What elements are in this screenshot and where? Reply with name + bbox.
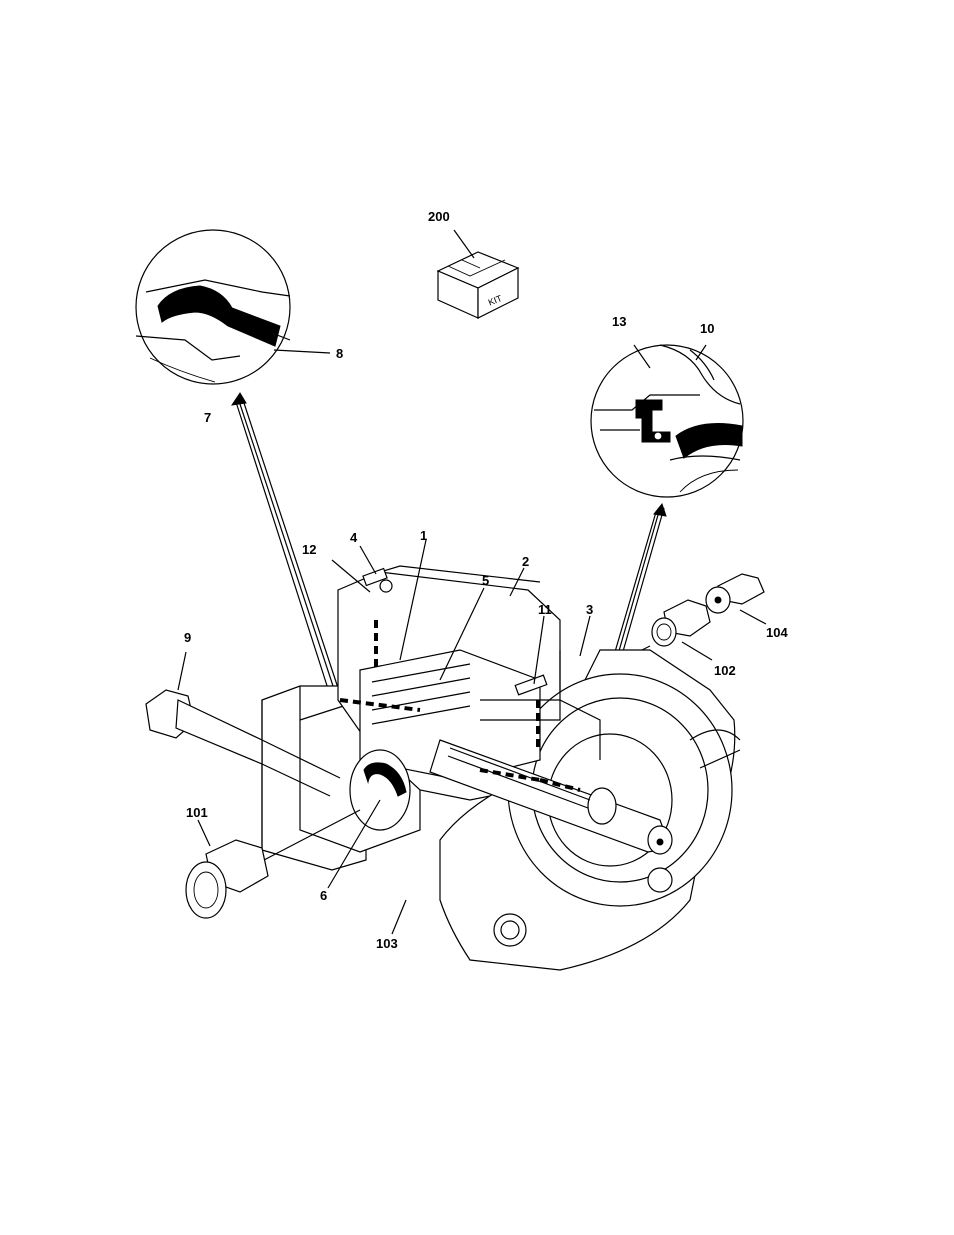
kit-box: KIT (438, 230, 518, 318)
callout-13: 13 (612, 314, 626, 329)
callout-101: 101 (186, 805, 208, 820)
callout-104: 104 (766, 625, 788, 640)
callout-8: 8 (336, 346, 343, 361)
fitting-104 (706, 574, 766, 624)
callout-7: 7 (204, 410, 211, 425)
callout-2: 2 (522, 554, 529, 569)
callout-11: 11 (538, 602, 552, 617)
callout-102: 102 (714, 663, 736, 678)
callout-200: 200 (428, 209, 450, 224)
detail-view-left (136, 230, 330, 384)
callout-9: 9 (184, 630, 191, 645)
callout-103: 103 (376, 936, 398, 951)
callout-4: 4 (350, 530, 358, 545)
callout-6: 6 (320, 888, 327, 903)
callout-12: 12 (302, 542, 316, 557)
detail-view-right (591, 345, 743, 497)
callout-3: 3 (586, 602, 593, 617)
callout-5: 5 (482, 573, 489, 588)
callout-1: 1 (420, 528, 427, 543)
callout-10: 10 (700, 321, 714, 336)
